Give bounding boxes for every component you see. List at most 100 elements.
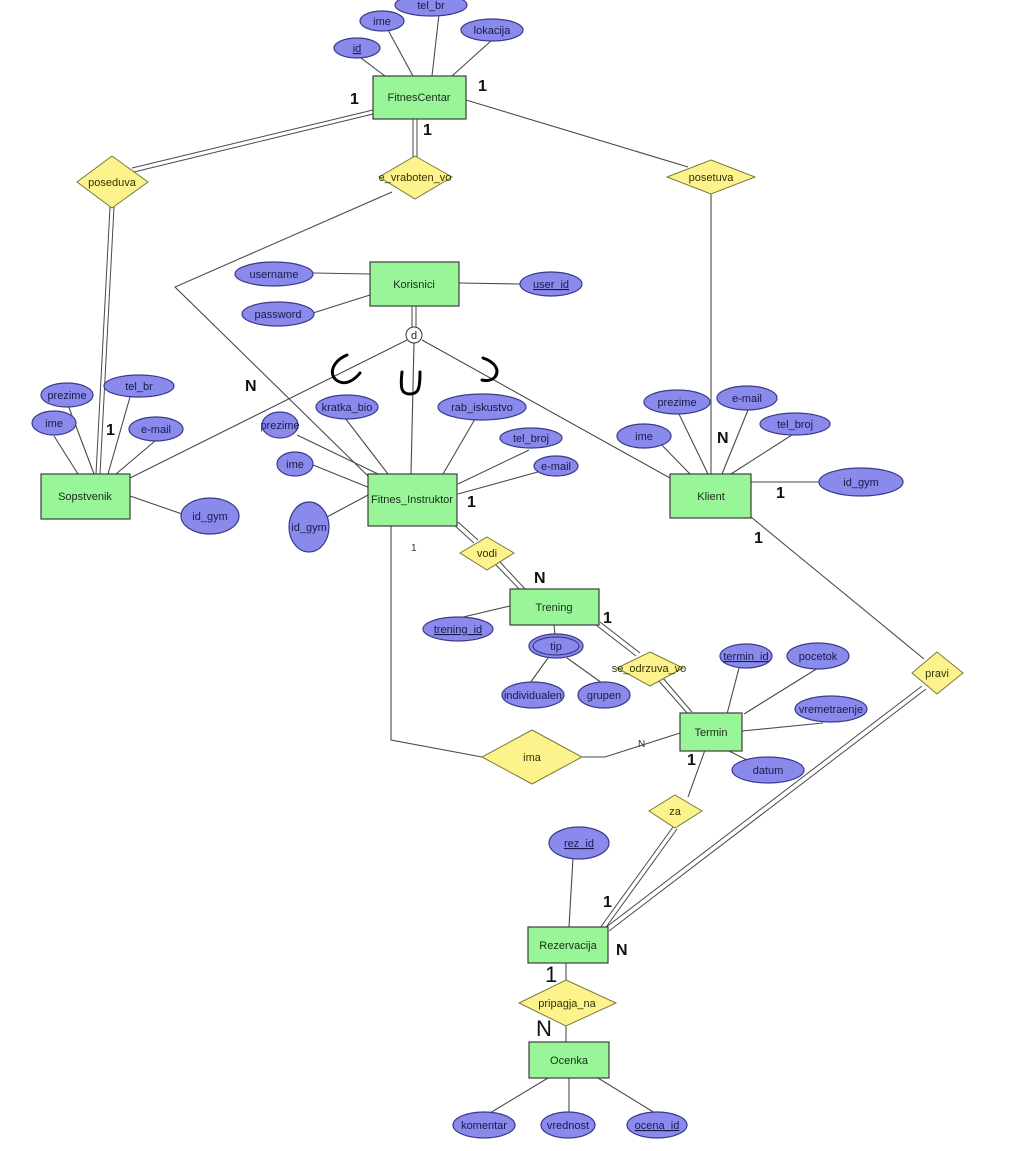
attribute-instruktor-tel-broj[interactable]: tel_broj (499, 427, 563, 449)
entity-fitnes-instruktor[interactable]: Fitnes_Instruktor (367, 473, 458, 527)
entity-label: Fitnes_Instruktor (371, 494, 453, 506)
subset-hook-sopstvenik (330, 353, 362, 385)
attribute-trening-trening-id[interactable]: trening_id (422, 616, 494, 642)
connectors (53, 13, 927, 1114)
attribute-korisnici-username[interactable]: username (234, 261, 314, 287)
entity-fitnescentar[interactable]: FitnesCentar (372, 75, 467, 120)
attribute-label: datum (753, 765, 784, 777)
attribute-instruktor-id-gym[interactable]: id_gym (288, 501, 330, 553)
attribute-label: ime (286, 459, 304, 471)
attribute-sopstvenik-id-gym[interactable]: id_gym (180, 497, 240, 535)
attribute-termin-vremetraenje[interactable]: vremetraenje (794, 695, 868, 723)
relationship-se-odrzuva-vo[interactable]: se_odrzuva_vo (612, 651, 687, 687)
relationship-poseduva[interactable]: poseduva (76, 155, 149, 209)
entity-klient[interactable]: Klient (669, 473, 752, 519)
attribute-fitnescentar-tel-br[interactable]: tel_br (394, 0, 468, 17)
attribute-label: e-mail (141, 424, 171, 436)
relationship-label: vodi (477, 548, 497, 560)
entity-termin[interactable]: Termin (679, 712, 743, 752)
cardinality-instruktor-vodi: 1 (467, 494, 476, 511)
relationship-label: ima (523, 752, 542, 764)
cardinality-rezervacija-za: 1 (603, 894, 612, 911)
attribute-label: prezime (47, 390, 86, 402)
cardinality-klient-id-gym: 1 (776, 485, 785, 502)
attribute-termin-datum[interactable]: datum (731, 756, 805, 784)
relationship-za[interactable]: za (648, 794, 703, 829)
cardinality-fc-poseduva: 1 (350, 91, 359, 108)
attribute-ocenka-ocena-id[interactable]: ocena_id (626, 1111, 688, 1139)
attribute-label: grupen (587, 690, 621, 702)
attribute-klient-ime[interactable]: ime (616, 423, 672, 449)
attribute-label: password (254, 309, 301, 321)
attribute-label: e-mail (732, 393, 762, 405)
attribute-trening-individualen[interactable]: individualen (501, 681, 565, 709)
attribute-instruktor-prezime[interactable]: prezime (260, 411, 300, 439)
attribute-instruktor-ime[interactable]: ime (276, 451, 314, 477)
attribute-termin-pocetok[interactable]: pocetok (786, 642, 850, 670)
relationship-pravi[interactable]: pravi (911, 651, 964, 695)
attribute-label: tel_br (417, 0, 445, 12)
entity-label: Sopstvenik (58, 491, 112, 503)
entity-ocenka[interactable]: Ocenka (528, 1041, 610, 1079)
relationship-label: se_odrzuva_vo (612, 663, 687, 675)
cardinality-instruktor-ima: 1 (411, 543, 417, 554)
entity-sopstvenik[interactable]: Sopstvenik (40, 473, 131, 520)
cardinality-fc-posetuva: 1 (478, 78, 487, 95)
cardinality-trening-odrzuva: 1 (603, 610, 612, 627)
attribute-sopstvenik-email[interactable]: e-mail (128, 416, 184, 442)
attribute-label: lokacija (474, 25, 512, 37)
attribute-klient-tel-broj[interactable]: tel_broj (759, 412, 831, 436)
subset-hook-instruktor (399, 370, 422, 396)
attribute-ocenka-komentar[interactable]: komentar (452, 1111, 516, 1139)
attribute-fitnescentar-id[interactable]: id (333, 37, 381, 59)
relationship-vodi[interactable]: vodi (459, 536, 515, 571)
cardinality-rezervacija-pripagja: 1 (545, 962, 557, 987)
cardinality-termin-ima: N (638, 739, 645, 750)
attribute-korisnici-password[interactable]: password (241, 301, 315, 327)
relationship-pripagja-na[interactable]: pripagja_na (517, 979, 618, 1027)
attribute-termin-termin-id[interactable]: termin_id (719, 643, 773, 669)
cardinality-ocenka-pripagja: N (536, 1016, 552, 1041)
attribute-label: id_gym (843, 477, 878, 489)
disjoint-circle: d (405, 326, 423, 344)
attribute-ocenka-vrednost[interactable]: vrednost (540, 1111, 596, 1139)
relationship-ima[interactable]: ima (480, 729, 584, 785)
attribute-instruktor-kratka-bio[interactable]: kratka_bio (315, 394, 379, 420)
attribute-trening-grupen[interactable]: grupen (577, 681, 631, 709)
relationship-posetuva[interactable]: posetuva (665, 159, 757, 195)
subset-hooks (330, 353, 499, 396)
entity-label: Korisnici (393, 279, 435, 291)
attribute-klient-id-gym[interactable]: id_gym (818, 467, 904, 497)
entity-korisnici[interactable]: Korisnici (369, 261, 460, 307)
attribute-sopstvenik-tel-br[interactable]: tel_br (103, 374, 175, 398)
attribute-label: ocena_id (635, 1120, 680, 1132)
attribute-instruktor-rab-iskustvo[interactable]: rab_iskustvo (437, 393, 527, 421)
entity-trening[interactable]: Trening (509, 588, 600, 626)
subset-hook-klient (480, 356, 499, 383)
entity-label: Rezervacija (539, 940, 597, 952)
attribute-instruktor-email[interactable]: e-mail (533, 455, 579, 477)
cardinality-klient-pravi: 1 (754, 530, 763, 547)
attribute-trening-tip[interactable]: tip (528, 633, 584, 659)
attribute-korisnici-user-id[interactable]: user_id (519, 271, 583, 297)
attribute-label: tel_broj (777, 419, 813, 431)
attribute-label: individualen (504, 690, 562, 702)
attribute-fitnescentar-ime[interactable]: ime (359, 10, 405, 32)
attribute-label: prezime (657, 397, 696, 409)
attribute-rezervacija-rez-id[interactable]: rez_id (548, 826, 610, 860)
cardinality-trening-vodi: N (534, 570, 546, 587)
attribute-sopstvenik-prezime[interactable]: prezime (40, 382, 94, 408)
entity-rezervacija[interactable]: Rezervacija (527, 926, 609, 964)
attribute-label: ime (635, 431, 653, 443)
relationship-e-vraboten-vo[interactable]: e_vraboten_vo (378, 155, 453, 200)
cardinality-fc-vraboten: 1 (423, 122, 432, 139)
entity-label: Trening (536, 602, 573, 614)
attribute-fitnescentar-lokacija[interactable]: lokacija (460, 18, 524, 42)
attribute-label: user_id (533, 279, 569, 291)
attribute-klient-prezime[interactable]: prezime (643, 389, 711, 415)
attribute-klient-email[interactable]: e-mail (716, 385, 778, 411)
attribute-label: komentar (461, 1120, 507, 1132)
attribute-sopstvenik-ime[interactable]: ime (31, 410, 77, 436)
attribute-label: tel_broj (513, 433, 549, 445)
